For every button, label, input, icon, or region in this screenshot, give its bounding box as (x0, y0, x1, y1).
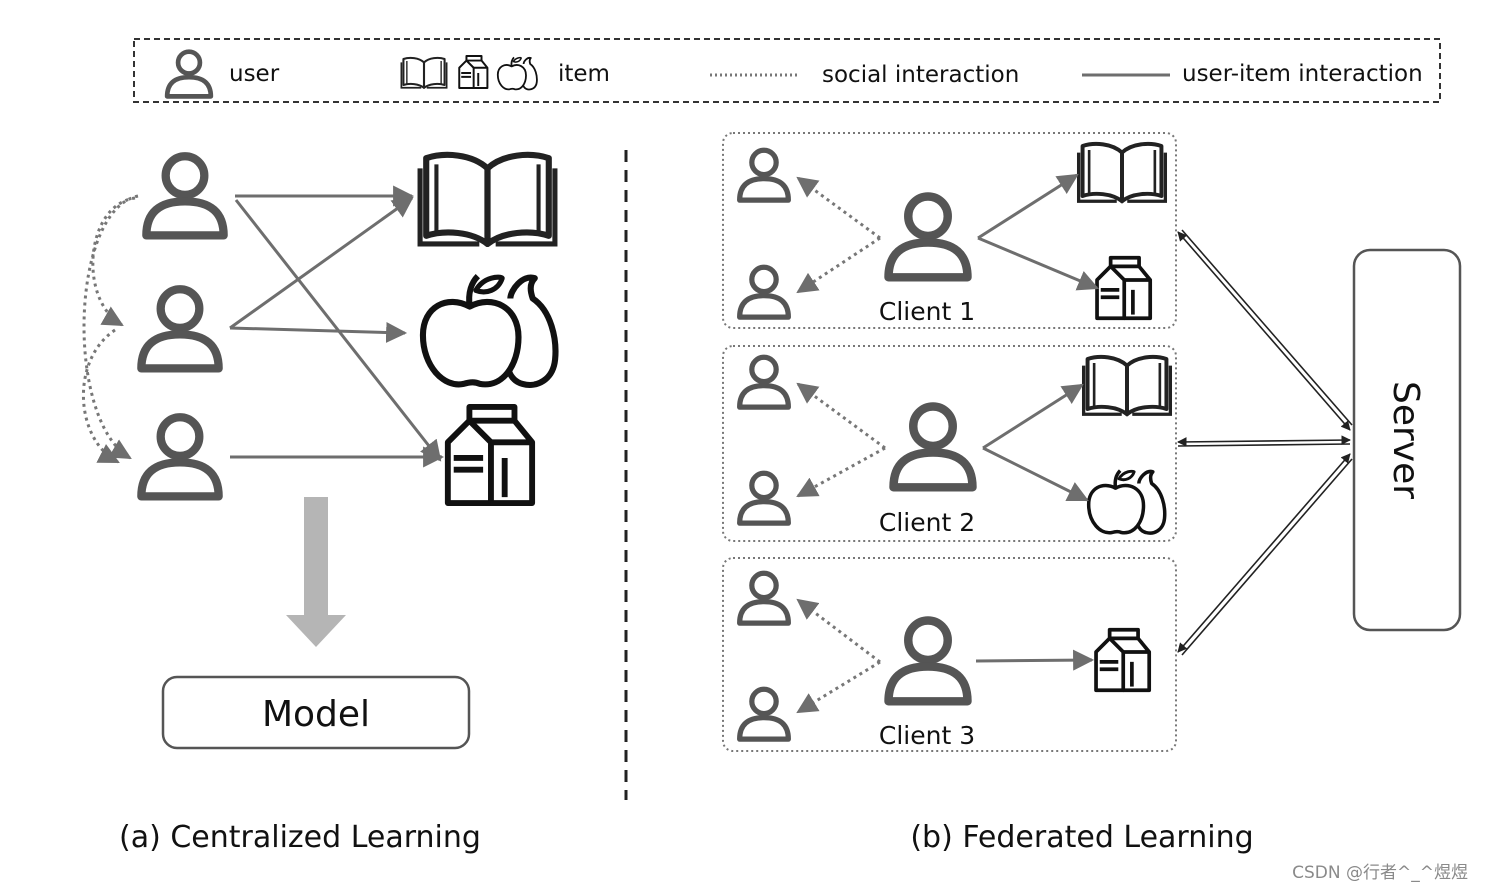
fruit-icon (1086, 468, 1167, 535)
fruit-icon (496, 56, 538, 91)
user-icon (740, 473, 789, 523)
book-icon (1081, 354, 1173, 417)
legend-user-label: user (229, 61, 280, 87)
legend-box (133, 38, 1441, 103)
legend: user item social interaction user-item i… (133, 38, 1441, 103)
watermark: CSDN @行者^_^煜煜 (1292, 863, 1468, 883)
milk-carton-icon (1094, 627, 1152, 693)
federated-caption: (b) Federated Learning (910, 820, 1253, 855)
server-label: Server (1385, 381, 1426, 499)
client-label: Client 1 (879, 297, 975, 326)
model-box (161, 675, 471, 750)
user-icon (141, 417, 218, 496)
centralized-caption: (a) Centralized Learning (119, 820, 481, 855)
user-icon (740, 357, 789, 407)
user-icon (167, 52, 211, 97)
client-3: Client 3 (722, 557, 1177, 752)
client-label: Client 3 (879, 721, 975, 750)
client-box (722, 557, 1177, 752)
book-icon (400, 56, 448, 89)
client-label: Client 2 (879, 508, 975, 537)
fruit-icon (423, 276, 556, 385)
milk-carton-icon (458, 54, 489, 90)
social-interactions (82, 194, 139, 464)
book-icon (420, 155, 555, 244)
legend-social-label: social interaction (822, 62, 1019, 88)
book-icon (1076, 141, 1168, 204)
user-icon (894, 406, 973, 487)
user-icon (740, 573, 789, 623)
user-icon (740, 689, 789, 739)
aggregate-arrow (286, 497, 346, 647)
model-label: Model (262, 694, 370, 735)
user-item-interactions (229, 185, 445, 468)
user-icon (740, 267, 789, 317)
user-icon (141, 289, 218, 368)
client-box (722, 132, 1177, 329)
milk-carton-icon (448, 407, 532, 503)
client-2: Client 2 (722, 345, 1177, 542)
user-icon (740, 150, 789, 200)
legend-item-label: item (558, 61, 610, 87)
client-1: Client 1 (722, 132, 1177, 329)
user-icon (889, 620, 968, 701)
legend-user-item-label: user-item interaction (1182, 61, 1423, 87)
centralized-panel: Model (a) Centralized Learning (82, 155, 556, 855)
server-links (1177, 229, 1353, 656)
server: Server (1352, 248, 1462, 632)
federated-panel: Client 1 Client 2 (722, 132, 1462, 855)
milk-carton-icon (1095, 255, 1153, 321)
user-icon (146, 156, 223, 235)
server-box (1352, 248, 1462, 632)
user-icon (889, 196, 968, 277)
client-box (722, 345, 1177, 542)
